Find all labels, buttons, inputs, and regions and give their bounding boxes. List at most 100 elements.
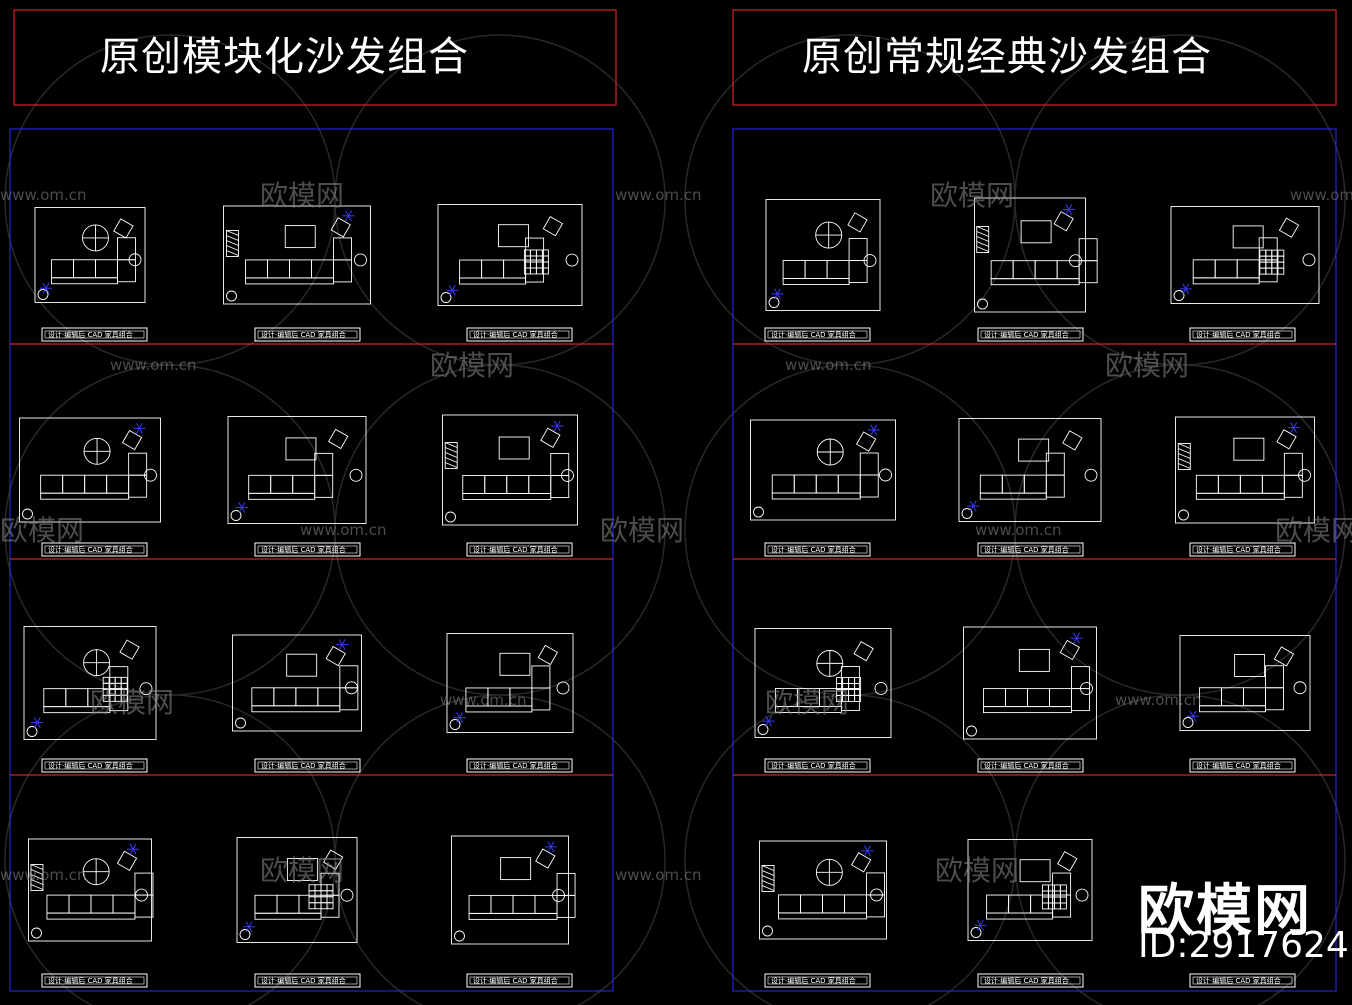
plant-symbol bbox=[133, 422, 146, 434]
grid-cell bbox=[1265, 255, 1273, 263]
side-table bbox=[139, 682, 153, 696]
plant-leaf bbox=[1293, 427, 1298, 434]
title-block-frame bbox=[254, 542, 361, 557]
plant-leaf bbox=[1068, 209, 1073, 215]
armchair bbox=[325, 645, 346, 667]
hatch-line bbox=[761, 880, 775, 886]
sofa-seat bbox=[317, 687, 341, 707]
furniture-layout bbox=[451, 835, 576, 945]
plant-leaf bbox=[241, 507, 246, 513]
side-table bbox=[762, 925, 773, 937]
watermark-logo-text: 欧模网 bbox=[765, 686, 849, 719]
plant-leaf bbox=[547, 846, 552, 853]
title-block: 设计·编辑后 CAD 家具组合 bbox=[41, 973, 148, 988]
sofa-seat bbox=[1261, 474, 1285, 494]
grid-cell bbox=[1059, 902, 1067, 910]
title-block-label: 设计·编辑后 CAD 家具组合 bbox=[984, 976, 1069, 985]
title-block-inner bbox=[1192, 976, 1293, 985]
grid-cell bbox=[314, 890, 322, 898]
plant-symbol bbox=[1187, 710, 1199, 722]
watermark-url-text: www.om.cn bbox=[615, 866, 702, 884]
watermark-url-text: www.om.cn bbox=[0, 186, 87, 204]
title-block: 设计·编辑后 CAD 家具组合 bbox=[977, 973, 1084, 988]
plant-leaf bbox=[248, 921, 253, 927]
title-block: 设计·编辑后 CAD 家具组合 bbox=[466, 542, 573, 557]
furniture-layout bbox=[967, 839, 1093, 941]
plant-leaf bbox=[138, 428, 143, 434]
hatch-line bbox=[445, 452, 458, 458]
plant-leaf bbox=[245, 921, 250, 927]
hatch-line bbox=[1178, 463, 1191, 469]
sofa-back bbox=[468, 912, 558, 920]
sofa-chaise bbox=[1045, 452, 1065, 476]
grid-cell bbox=[1047, 902, 1055, 910]
title-block-inner bbox=[767, 976, 868, 985]
title-block: 设计·编辑后 CAD 家具组合 bbox=[1189, 758, 1296, 773]
sofa-seat bbox=[273, 687, 297, 707]
sofa-chaise bbox=[848, 260, 868, 283]
sofa-chaise bbox=[1045, 474, 1065, 498]
plant-leaf bbox=[448, 290, 453, 296]
side-table bbox=[445, 511, 456, 523]
hatch-line bbox=[30, 864, 44, 870]
sofa-chaise bbox=[134, 872, 154, 896]
title-block-label: 设计·编辑后 CAD 家具组合 bbox=[771, 761, 856, 770]
side-table bbox=[970, 927, 982, 938]
sofa-chaise bbox=[1258, 259, 1278, 283]
sofa-chaise bbox=[314, 452, 334, 476]
side-table bbox=[768, 297, 780, 308]
plant-leaf bbox=[870, 429, 875, 436]
watermark-url-text: www.om.cn bbox=[110, 356, 197, 374]
plant-leaf bbox=[768, 720, 773, 727]
plant-symbol bbox=[1287, 422, 1300, 434]
furniture-layout bbox=[1170, 206, 1320, 304]
watermark-url-text: www.om.cn bbox=[1290, 186, 1352, 204]
sofa-chaise bbox=[128, 452, 148, 476]
plant-leaf bbox=[1076, 632, 1080, 639]
rug-outline bbox=[227, 416, 367, 524]
furniture-layout bbox=[958, 418, 1102, 522]
sofa-back bbox=[782, 278, 850, 285]
rug-outline bbox=[963, 626, 1097, 740]
side-table bbox=[565, 253, 579, 267]
grid-cell bbox=[320, 896, 328, 904]
side-table bbox=[1084, 468, 1098, 482]
furniture-layout bbox=[963, 626, 1097, 740]
plant-leaf bbox=[1293, 422, 1298, 428]
sofa-chaise bbox=[1283, 452, 1303, 476]
watermark-logo-text: 欧模网 bbox=[0, 514, 84, 547]
sofa-back bbox=[251, 705, 341, 713]
hatch-line bbox=[445, 457, 458, 463]
furniture-layout bbox=[19, 417, 161, 523]
grid-cell bbox=[1047, 890, 1055, 898]
title-block-inner bbox=[767, 330, 868, 339]
sofa-back bbox=[51, 277, 118, 285]
grid-cell bbox=[1041, 884, 1049, 892]
hatch-line bbox=[226, 250, 239, 256]
plant-leaf bbox=[338, 644, 343, 651]
plant-leaf bbox=[138, 422, 143, 429]
armchair bbox=[119, 639, 140, 660]
rug-outline bbox=[967, 839, 1093, 941]
grid-cell bbox=[854, 695, 862, 702]
title-block-label: 设计·编辑后 CAD 家具组合 bbox=[473, 976, 558, 985]
watermark-logo-text: 欧模网 bbox=[430, 349, 514, 382]
sofa-chaise bbox=[859, 452, 879, 476]
plant-leaf bbox=[976, 925, 981, 931]
title-block: 设计·编辑后 CAD 家具组合 bbox=[764, 973, 871, 988]
plant-symbol bbox=[771, 288, 784, 300]
title-frame-left bbox=[13, 9, 617, 106]
title-block: 设计·编辑后 CAD 家具组合 bbox=[466, 758, 573, 773]
plant-symbol bbox=[453, 712, 466, 724]
title-block: 设计·编辑后 CAD 家具组合 bbox=[254, 758, 361, 773]
title-block-label: 设计·编辑后 CAD 家具组合 bbox=[1196, 761, 1281, 770]
title-block-frame bbox=[466, 327, 573, 342]
grid-cell bbox=[529, 267, 537, 275]
title-block-label: 设计·编辑后 CAD 家具组合 bbox=[261, 330, 346, 339]
plant-symbol bbox=[31, 717, 44, 728]
sofa-chaise bbox=[1052, 872, 1072, 896]
hatch-block bbox=[976, 226, 990, 253]
sofa-seat bbox=[778, 894, 801, 914]
title-block-frame bbox=[254, 327, 361, 342]
sofa-seat bbox=[68, 894, 92, 914]
